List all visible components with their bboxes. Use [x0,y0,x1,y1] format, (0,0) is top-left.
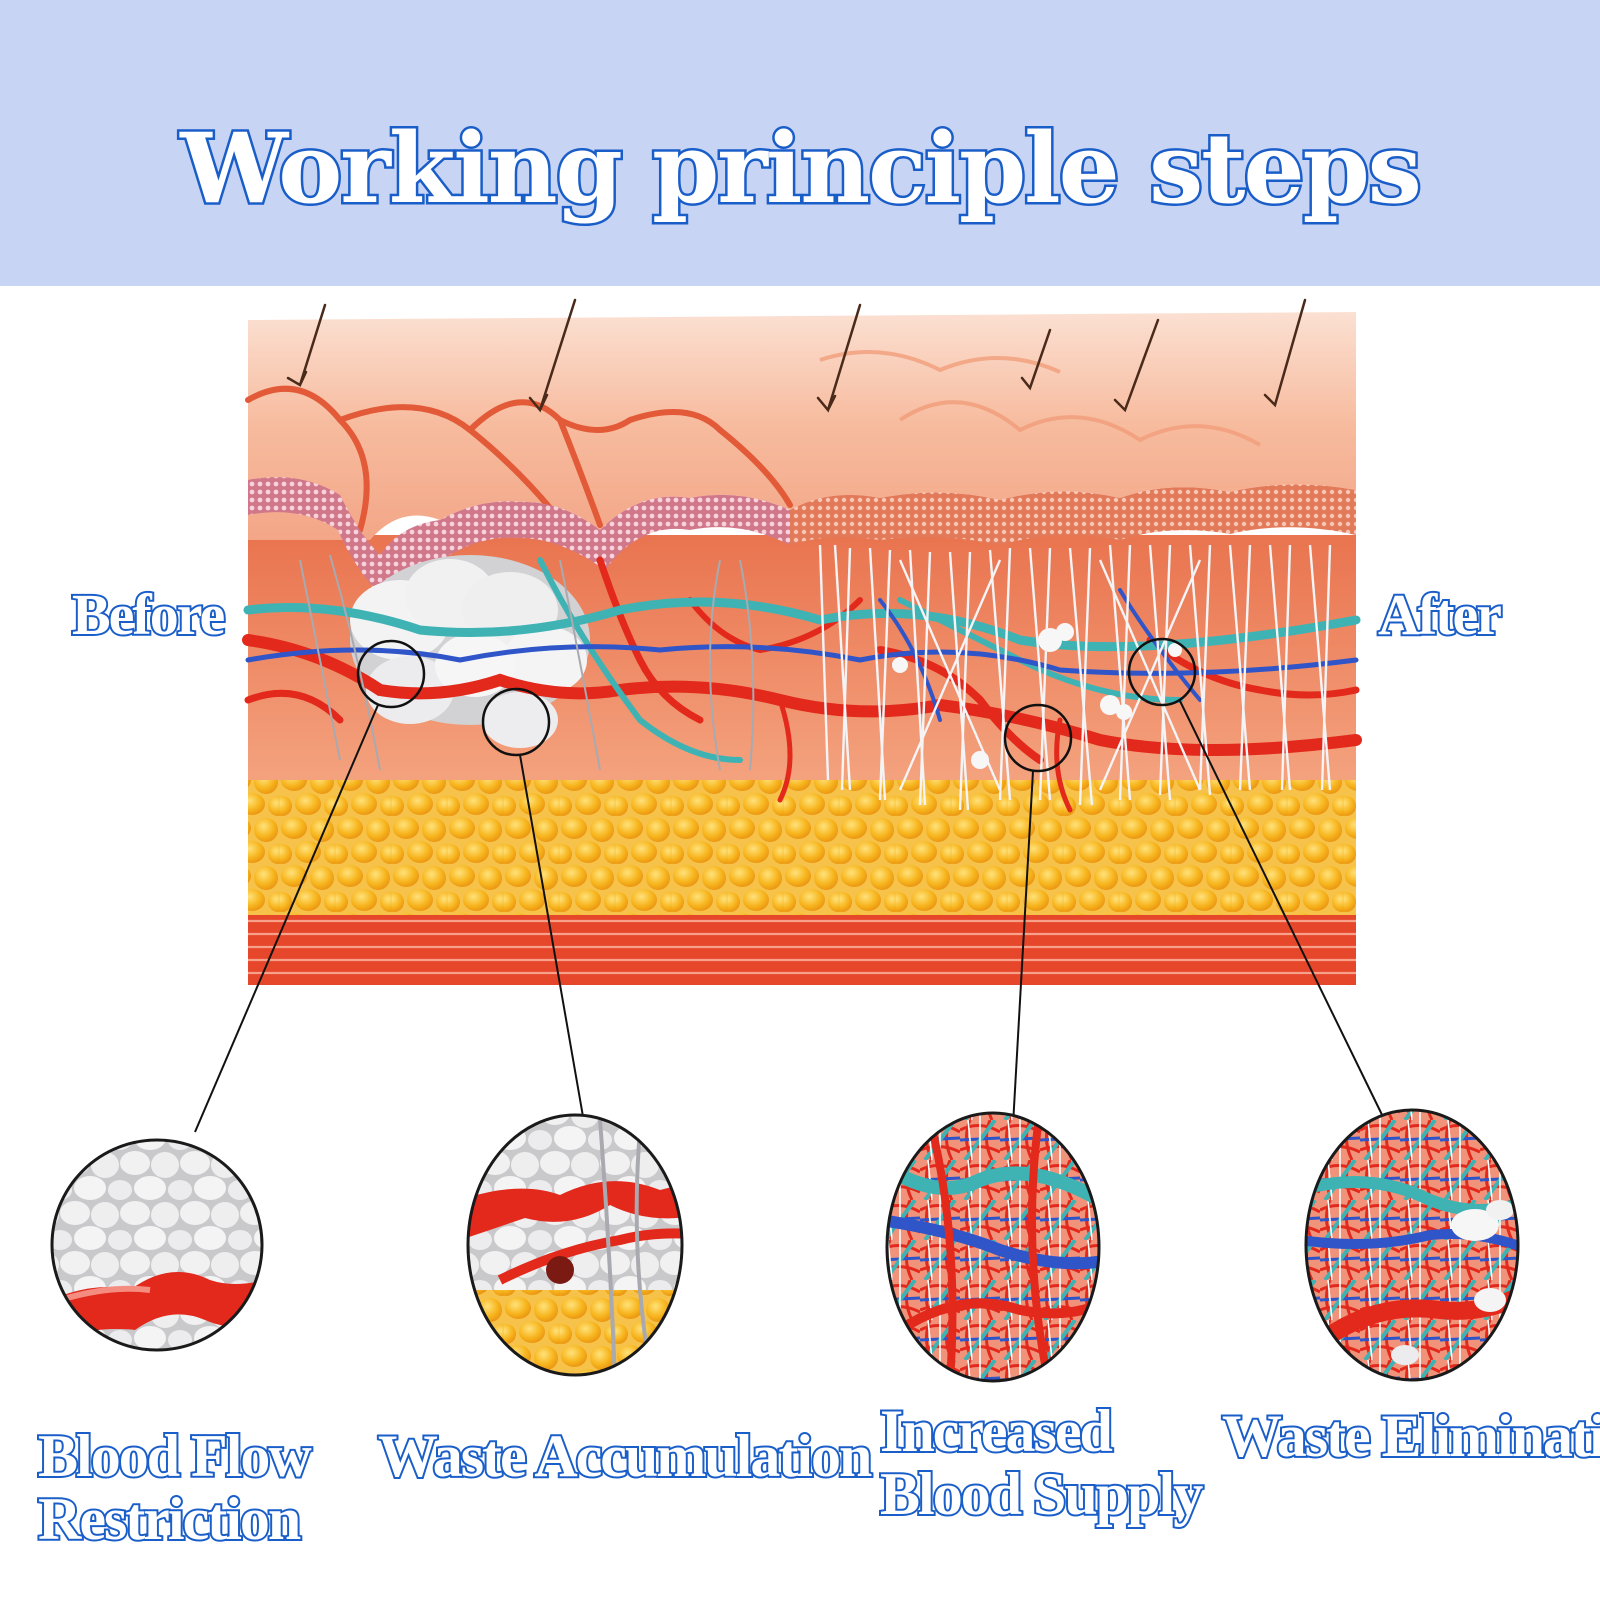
skin-section [242,298,1362,985]
after-label: After [1376,582,1504,647]
magnifier-markers [356,637,1197,773]
zoom-circle-waste-accumulation [466,1113,684,1377]
caption-line: Blood Flow [36,1423,314,1490]
caption-increased-blood-supply: Increased Blood Supply [878,1398,1205,1528]
caption-waste-accumulation: Waste Accumulation [376,1423,874,1490]
caption-line: Restriction [36,1486,303,1553]
epidermis-ridges [245,385,793,533]
papillary-band-right [790,484,1356,545]
zoom-circle-waste-elimination [1304,1108,1520,1382]
before-label: Before [70,582,227,647]
fat-layer [248,770,1356,915]
caption-line: Waste Accumulation [376,1423,874,1490]
papillary-band-left [248,477,790,600]
caption-line: Blood Supply [878,1461,1205,1528]
zoom-circle-increased-blood-supply [885,1111,1101,1383]
grey-fibers [299,554,755,771]
hairs [286,298,1307,413]
header-band [0,0,1600,286]
collagen-fibers [818,544,1332,811]
page-title: Working principle steps [178,110,1425,228]
leader-lines [194,700,1388,1133]
caption-line: Waste Elimination [1220,1403,1600,1470]
caption-line: Increased [878,1398,1115,1465]
waste-particles [892,623,1182,769]
caption-blood-flow-restriction: Blood Flow Restriction [36,1423,314,1553]
caption-waste-elimination: Waste Elimination [1220,1403,1600,1470]
zoom-circle-blood-flow-restriction [50,1138,264,1352]
